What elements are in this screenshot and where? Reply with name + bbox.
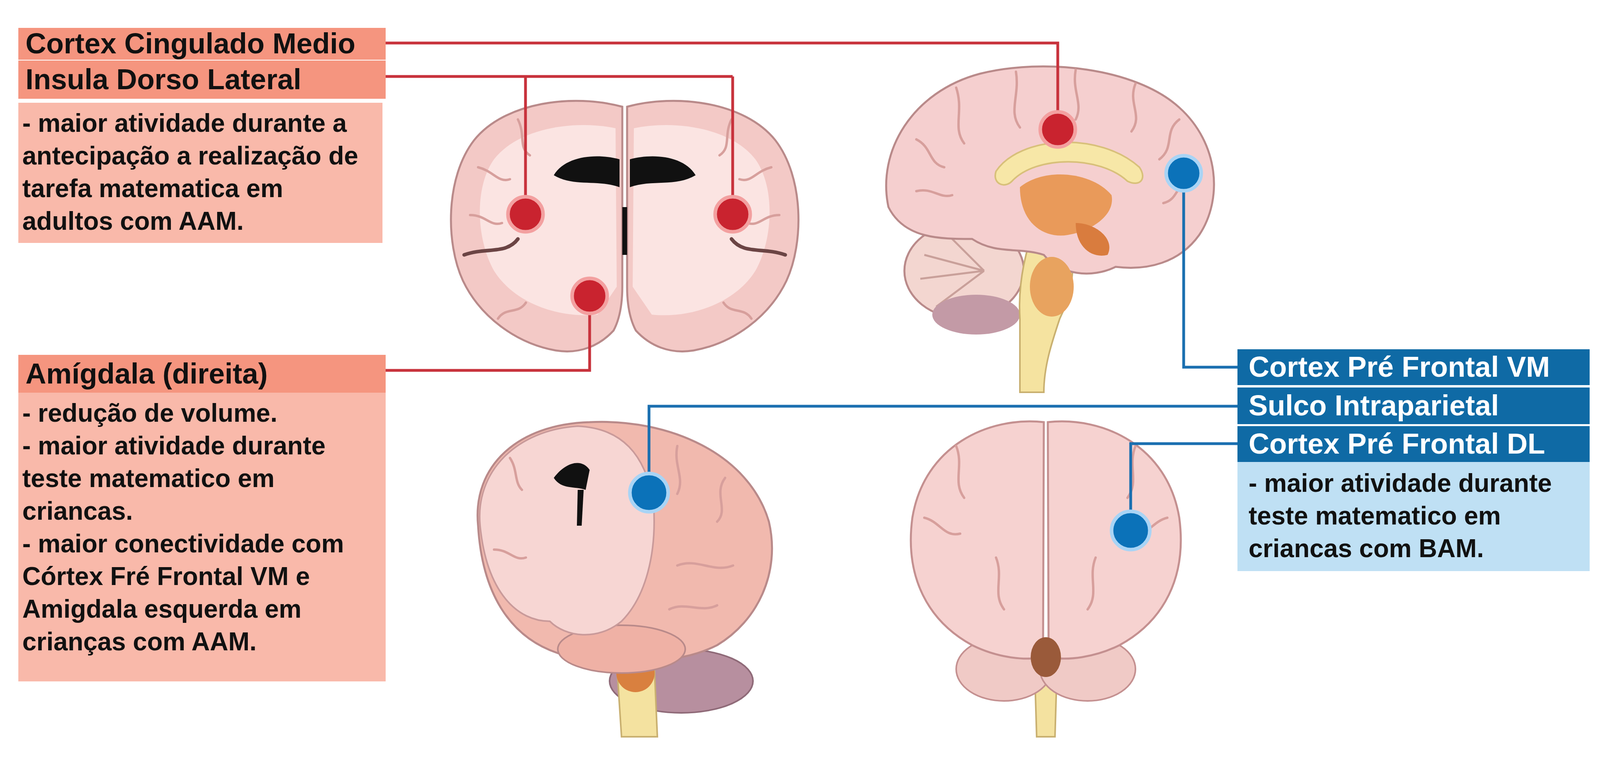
cutaway-brain-part-part bbox=[494, 549, 526, 559]
leader-lines bbox=[385, 43, 1238, 512]
sagittal-brain bbox=[886, 66, 1214, 393]
leader-lines-part bbox=[731, 76, 735, 197]
region-heading-box: Amígdala (direita) bbox=[18, 354, 386, 393]
sagittal-brain-part bbox=[1029, 256, 1074, 317]
finding-text: - maior atividade durante teste matemati… bbox=[1248, 466, 1578, 565]
finding-note-box: - maior atividade durante a antecipação … bbox=[18, 102, 383, 244]
marker-dots-part bbox=[1040, 111, 1076, 148]
cutaway-brain-part-part bbox=[677, 563, 734, 569]
cutaway-brain-part-part bbox=[669, 605, 718, 610]
sagittal-brain-part bbox=[886, 66, 1214, 274]
coronal-brain-part-part bbox=[498, 302, 526, 319]
finding-text: - redução de volume. bbox=[22, 396, 374, 430]
region-name: Amígdala (direita) bbox=[25, 358, 268, 390]
coronal-brain-part bbox=[479, 125, 617, 316]
sagittal-brain-part-part bbox=[1014, 71, 1020, 128]
cutaway-brain-part-part bbox=[509, 458, 522, 491]
coronal-brain-part-part bbox=[739, 167, 772, 181]
posterior-brain-part-part bbox=[1087, 557, 1096, 610]
cutaway-brain-part bbox=[553, 463, 590, 491]
region-name: Cortex Pré Frontal VM bbox=[1248, 352, 1550, 383]
posterior-brain-part bbox=[1047, 421, 1181, 659]
posterior-brain bbox=[910, 421, 1181, 738]
region-name: Sulco Intraparietal bbox=[1248, 390, 1499, 422]
finding-text: - maior atividade durante a antecipação … bbox=[22, 106, 380, 238]
cutaway-brain bbox=[477, 421, 773, 738]
coronal-brain-part-part bbox=[517, 119, 530, 156]
leader-lines-part bbox=[385, 75, 733, 79]
sagittal-brain-part-part bbox=[1159, 119, 1180, 160]
sagittal-brain-part-part bbox=[1131, 83, 1137, 132]
sagittal-brain-part bbox=[932, 294, 1020, 335]
region-heading-box: Cortex Pré Frontal DL bbox=[1237, 426, 1590, 463]
region-heading-box: Insula Dorso Lateral bbox=[18, 60, 386, 99]
region-heading-box: Cortex Cingulado Medio bbox=[18, 27, 386, 60]
finding-text: - maior atividade durante teste matemati… bbox=[22, 429, 374, 528]
sagittal-brain-part-part bbox=[956, 87, 965, 144]
marker-dots-part bbox=[1166, 155, 1202, 191]
cutaway-brain-part bbox=[479, 426, 655, 636]
leader-lines-part bbox=[385, 313, 590, 371]
finding-note-box: - redução de volume.- maior atividade du… bbox=[18, 392, 386, 682]
coronal-brain-part-part bbox=[470, 215, 502, 224]
leader-lines-part bbox=[1130, 443, 1238, 512]
leader-lines-part bbox=[385, 43, 1058, 112]
coronal-brain-part-part bbox=[723, 302, 752, 319]
coronal-brain-part-part bbox=[478, 167, 510, 181]
sagittal-brain-part-part bbox=[1074, 69, 1079, 120]
coronal-brain bbox=[450, 100, 799, 352]
coronal-brain-part bbox=[553, 156, 620, 188]
region-heading-box: Sulco Intraparietal bbox=[1237, 387, 1590, 425]
leader-lines-part bbox=[649, 406, 1238, 474]
coronal-brain-part bbox=[622, 207, 628, 255]
region-name: Cortex Pré Frontal DL bbox=[1248, 429, 1546, 460]
coronal-brain-part-part bbox=[747, 215, 780, 224]
coronal-brain-part bbox=[450, 100, 623, 352]
coronal-brain-part-part bbox=[464, 239, 518, 255]
posterior-brain-part-part bbox=[956, 446, 965, 499]
cutaway-brain-part bbox=[576, 490, 584, 526]
leader-lines-part bbox=[524, 76, 528, 197]
marker-dots bbox=[507, 111, 1202, 550]
cutaway-brain-part bbox=[477, 421, 773, 660]
coronal-brain-part bbox=[627, 100, 799, 352]
marker-dots-part bbox=[1111, 511, 1150, 550]
cutaway-brain-part-part bbox=[717, 478, 726, 522]
coronal-brain-part-part bbox=[719, 119, 732, 156]
sagittal-brain-part-part bbox=[916, 190, 953, 197]
posterior-brain-part bbox=[910, 421, 1044, 659]
cutaway-brain-part-part bbox=[676, 446, 681, 495]
sagittal-brain-part bbox=[1019, 174, 1112, 236]
sagittal-brain-part bbox=[1075, 223, 1110, 256]
posterior-brain-part-part bbox=[924, 517, 961, 535]
marker-dots-part bbox=[507, 196, 544, 232]
finding-text: - maior conectividade com Córtex Fré Fro… bbox=[22, 527, 374, 659]
coronal-brain-part-part bbox=[731, 239, 786, 255]
posterior-brain-part bbox=[1030, 637, 1061, 678]
marker-dots-part bbox=[715, 196, 751, 232]
sagittal-brain-part-part bbox=[916, 139, 945, 168]
leader-lines-part bbox=[1183, 190, 1238, 368]
marker-dots-part bbox=[572, 278, 608, 314]
coronal-brain-part bbox=[632, 125, 770, 316]
coronal-brain-part bbox=[629, 156, 696, 188]
marker-dots-part bbox=[629, 473, 669, 512]
finding-note-box: - maior atividade durante teste matemati… bbox=[1237, 462, 1590, 572]
region-name: Insula Dorso Lateral bbox=[25, 64, 302, 95]
region-name: Cortex Cingulado Medio bbox=[25, 28, 356, 59]
cutaway-brain-part bbox=[494, 446, 734, 610]
region-heading-box: Cortex Pré Frontal VM bbox=[1237, 349, 1590, 386]
posterior-brain-part-part bbox=[996, 557, 1004, 610]
